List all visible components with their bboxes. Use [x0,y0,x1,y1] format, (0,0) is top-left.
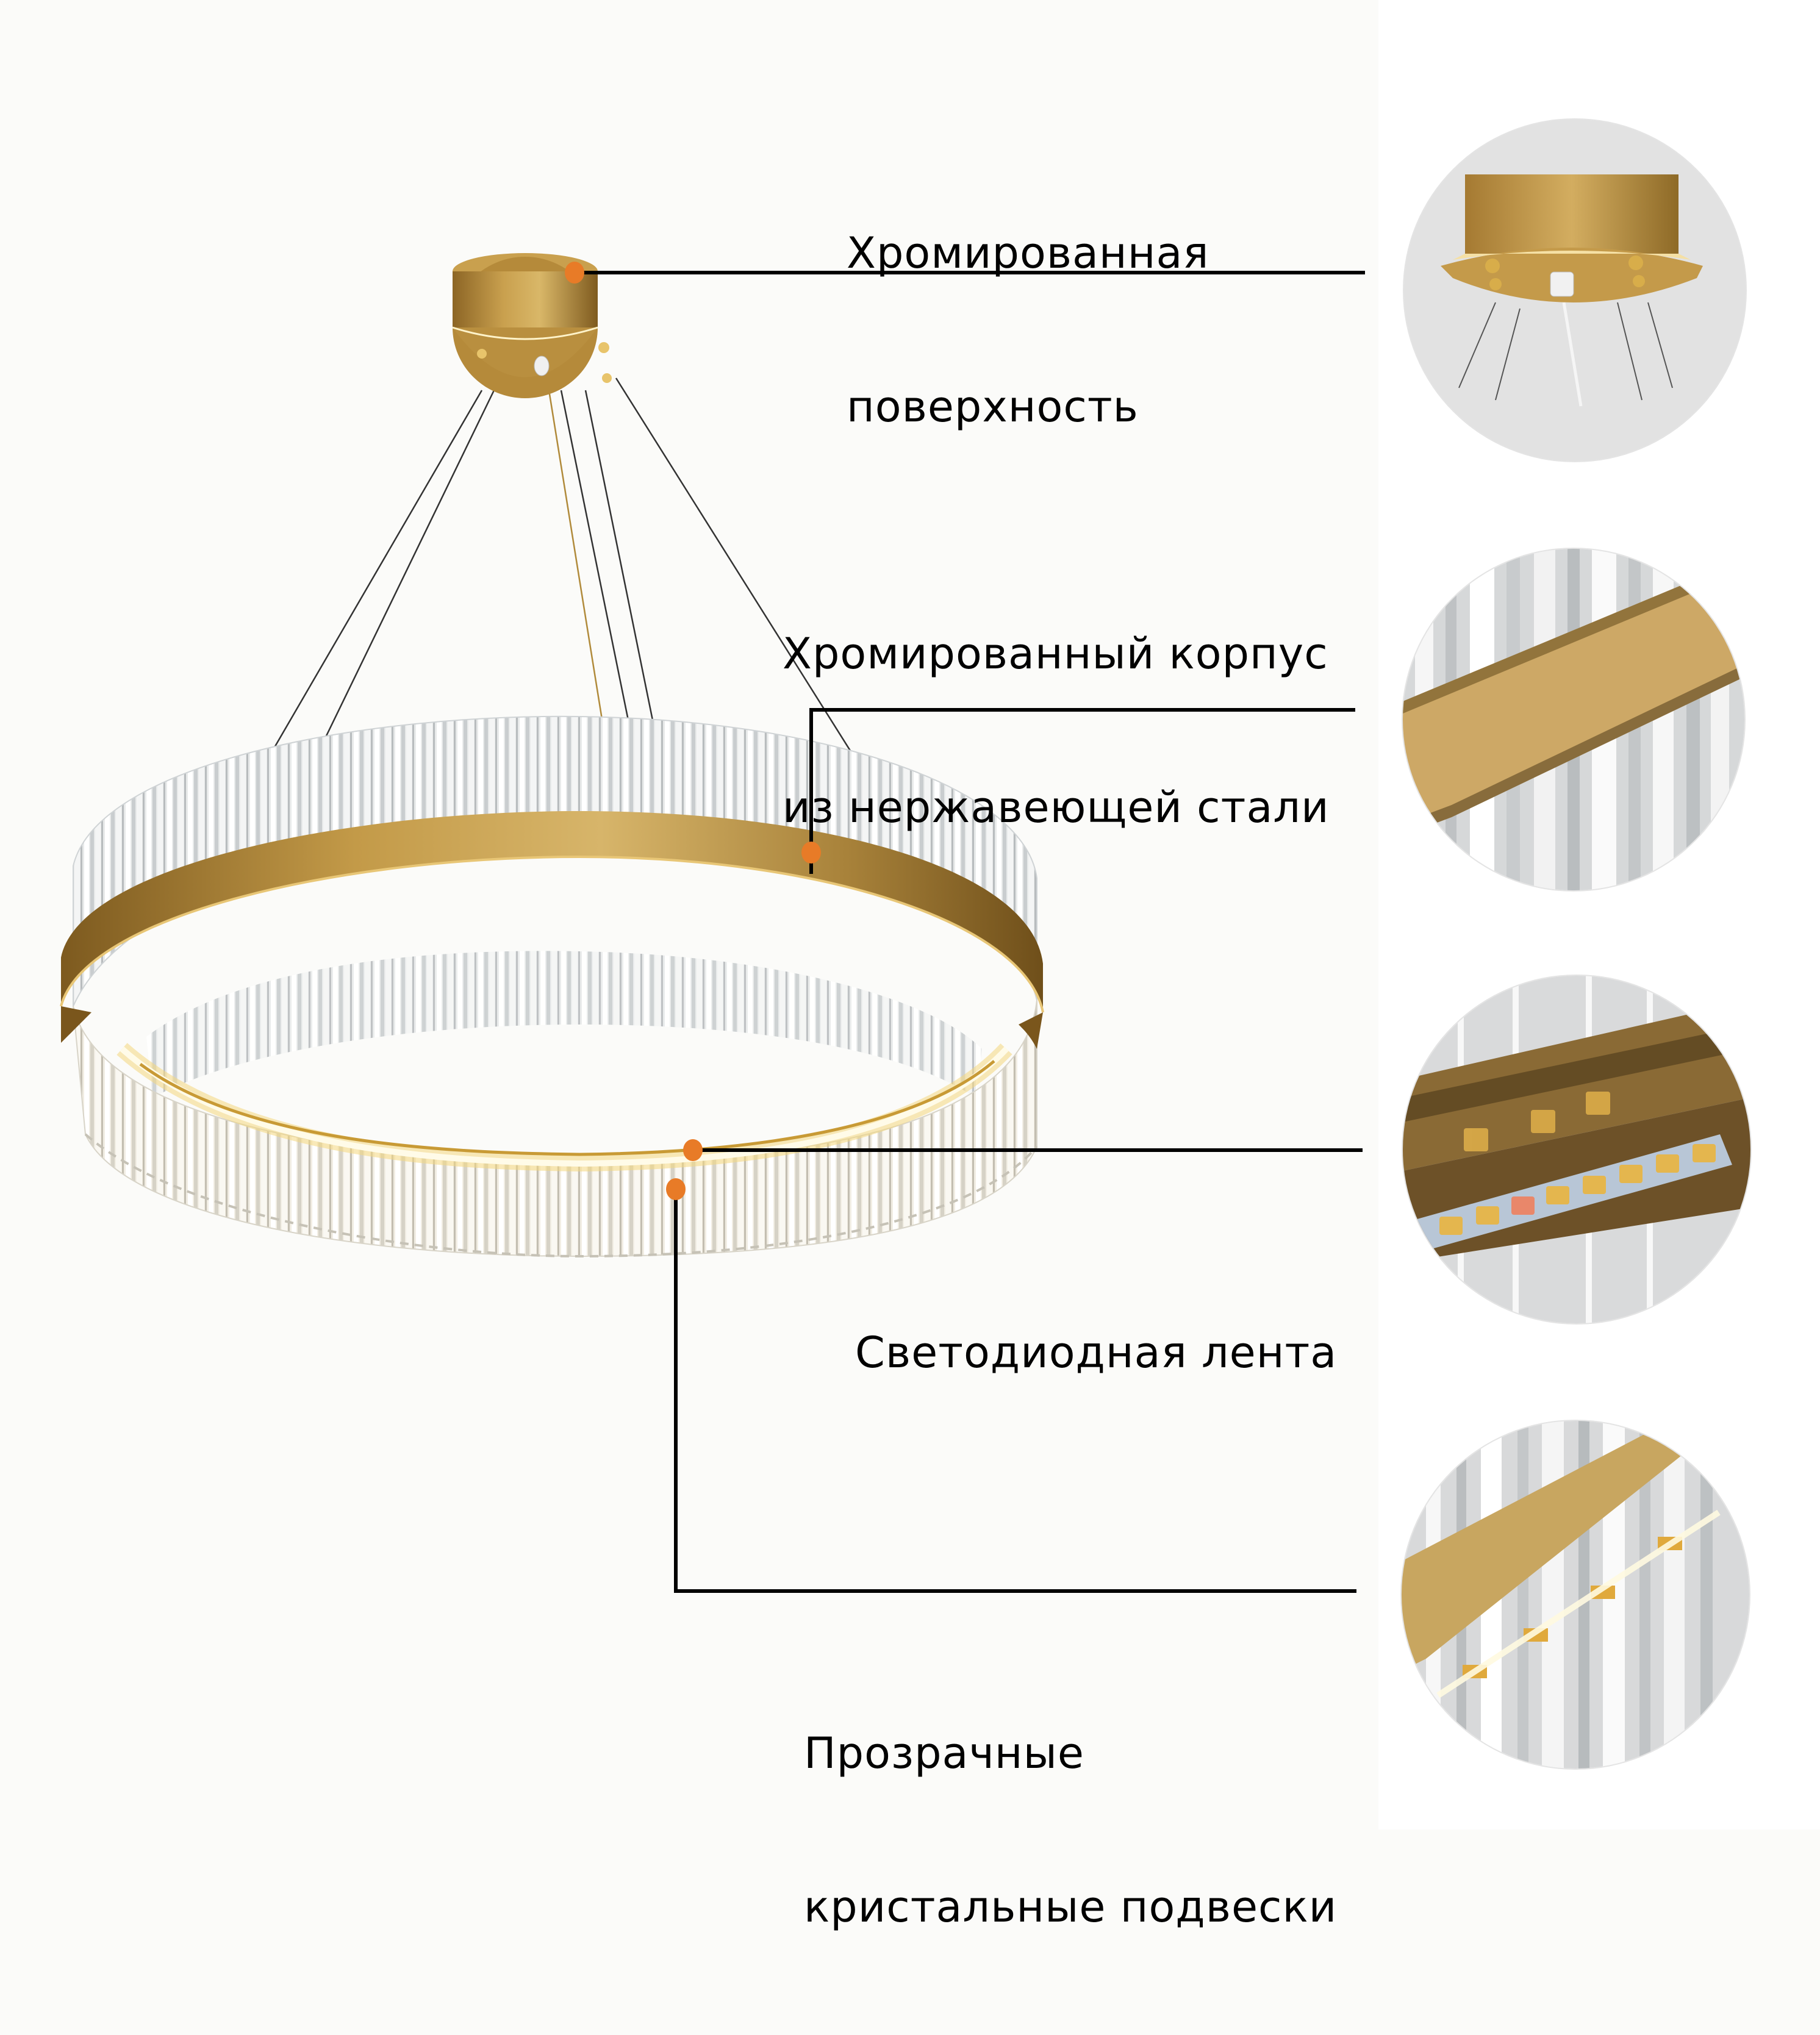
label-line: поверхность [847,382,1139,432]
suspension-cables [261,377,886,806]
leader-line-crystal-pendants [674,1198,1356,1593]
thumbnail-brass-band [1403,549,1744,890]
thumbnail-crystal-pendants [1402,1421,1749,1769]
thumbnail-led-strip [1403,976,1750,1323]
dot-chrome-surface [565,262,584,284]
thumbnail-ceiling-canopy [1404,120,1746,461]
callout-label-led-strip: Светодиодная лента [855,1225,1337,1481]
led-strip-closeup-icon [1403,976,1750,1323]
product-infographic: Хромированная поверхность Хромированный … [60,120,1750,1932]
label-line: кристальные подвески [804,1882,1338,1932]
callout-label-crystal-pendants: Прозрачные кристальные подвески [804,1625,1337,2035]
canopy-closeup-icon [1404,120,1746,461]
callout-leaders [565,262,1365,1593]
dot-steel-body [801,842,821,864]
callout-label-chrome-surface: Хромированная поверхность [847,125,1209,535]
crystal-pendants-closeup-icon [1402,1421,1749,1769]
label-line: из нержавеющей стали [783,782,1330,832]
label-line: Светодиодная лента [855,1328,1338,1378]
brass-band-closeup-icon [1403,549,1744,890]
led-strip [116,1043,1012,1172]
label-line: Прозрачные [804,1728,1084,1778]
leader-line-steel-body [809,708,1355,874]
dot-led-strip [683,1139,703,1161]
dot-crystal-pendants [666,1178,686,1200]
brass-band [60,811,1044,1049]
callout-label-steel-body: Хромированный корпус из нержавеющей стал… [783,526,1330,935]
label-line: Хромированный корпус [783,629,1328,679]
label-line: Хромированная [847,228,1209,278]
